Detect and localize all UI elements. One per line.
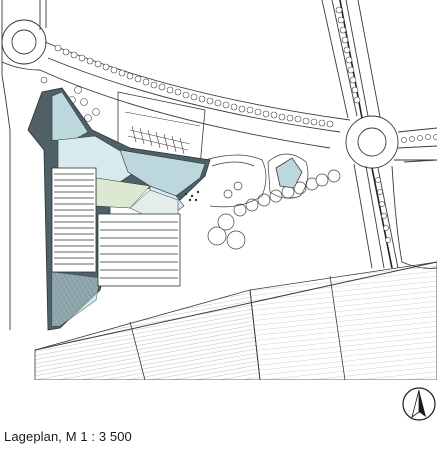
- site-plan-drawing: [1, 0, 437, 380]
- main-building: [27, 87, 211, 331]
- north-arrow-icon: [402, 387, 436, 421]
- plaza-outline: [204, 154, 267, 208]
- agricultural-fields: [34, 261, 437, 380]
- tree-cluster: [207, 169, 341, 250]
- pavilion: [267, 153, 309, 199]
- plan-caption: Lageplan, M 1 : 3 500: [4, 429, 132, 444]
